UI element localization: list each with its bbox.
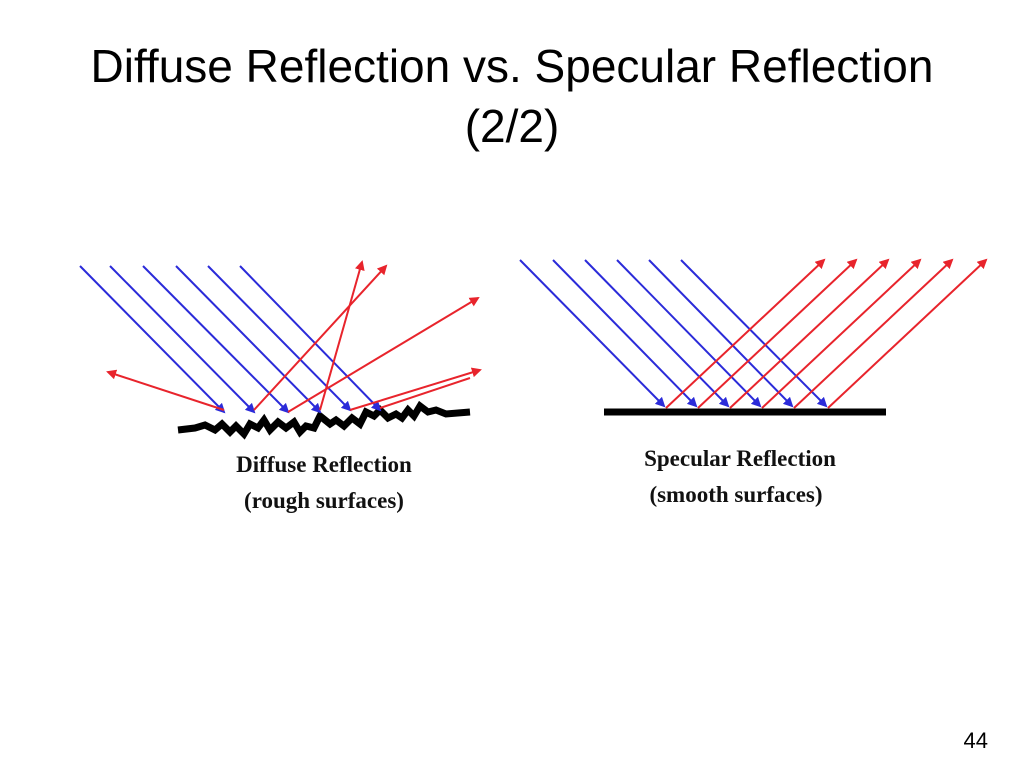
diffuse-incident-rays [79, 265, 382, 414]
incident-ray [175, 265, 322, 414]
incident-ray [79, 265, 226, 414]
reflected-ray [379, 377, 471, 409]
specular-incident-rays [519, 259, 828, 408]
incident-ray [552, 259, 698, 408]
specular-reflection-diagram: Specular Reflection (smooth surfaces) [519, 258, 988, 507]
diffuse-reflection-diagram: Diffuse Reflection (rough surfaces) [79, 260, 482, 513]
incident-ray [142, 265, 290, 414]
diffuse-caption-line-1: Diffuse Reflection [236, 452, 412, 477]
slide-title: Diffuse Reflection vs. Specular Reflecti… [20, 36, 1004, 156]
diffuse-caption-line-2: (rough surfaces) [244, 488, 404, 513]
incident-ray [648, 259, 794, 408]
specular-reflected-rays [665, 258, 988, 409]
incident-ray [584, 259, 730, 408]
reflected-ray [697, 258, 858, 409]
reflected-ray [349, 367, 482, 411]
incident-ray [109, 265, 256, 414]
slide-title-line-2: (2/2) [464, 100, 560, 152]
reflected-ray [761, 258, 922, 409]
reflected-ray [253, 264, 388, 411]
reflected-ray [729, 258, 890, 409]
incident-ray [239, 265, 382, 412]
page-number: 44 [963, 728, 988, 753]
specular-caption-line-1: Specular Reflection [644, 446, 836, 471]
incident-ray [519, 259, 666, 408]
reflected-ray [106, 369, 225, 411]
slide-title-line-1: Diffuse Reflection vs. Specular Reflecti… [90, 40, 934, 92]
incident-ray [616, 259, 762, 408]
diffuse-reflected-rays [106, 260, 482, 413]
reflected-ray [319, 260, 365, 411]
reflected-ray [287, 296, 480, 413]
reflected-ray [793, 258, 954, 409]
reflected-ray [827, 258, 988, 409]
reflected-ray [665, 258, 826, 409]
specular-caption-line-2: (smooth surfaces) [649, 482, 822, 507]
rough-surface [177, 400, 471, 440]
incident-ray [680, 259, 828, 408]
